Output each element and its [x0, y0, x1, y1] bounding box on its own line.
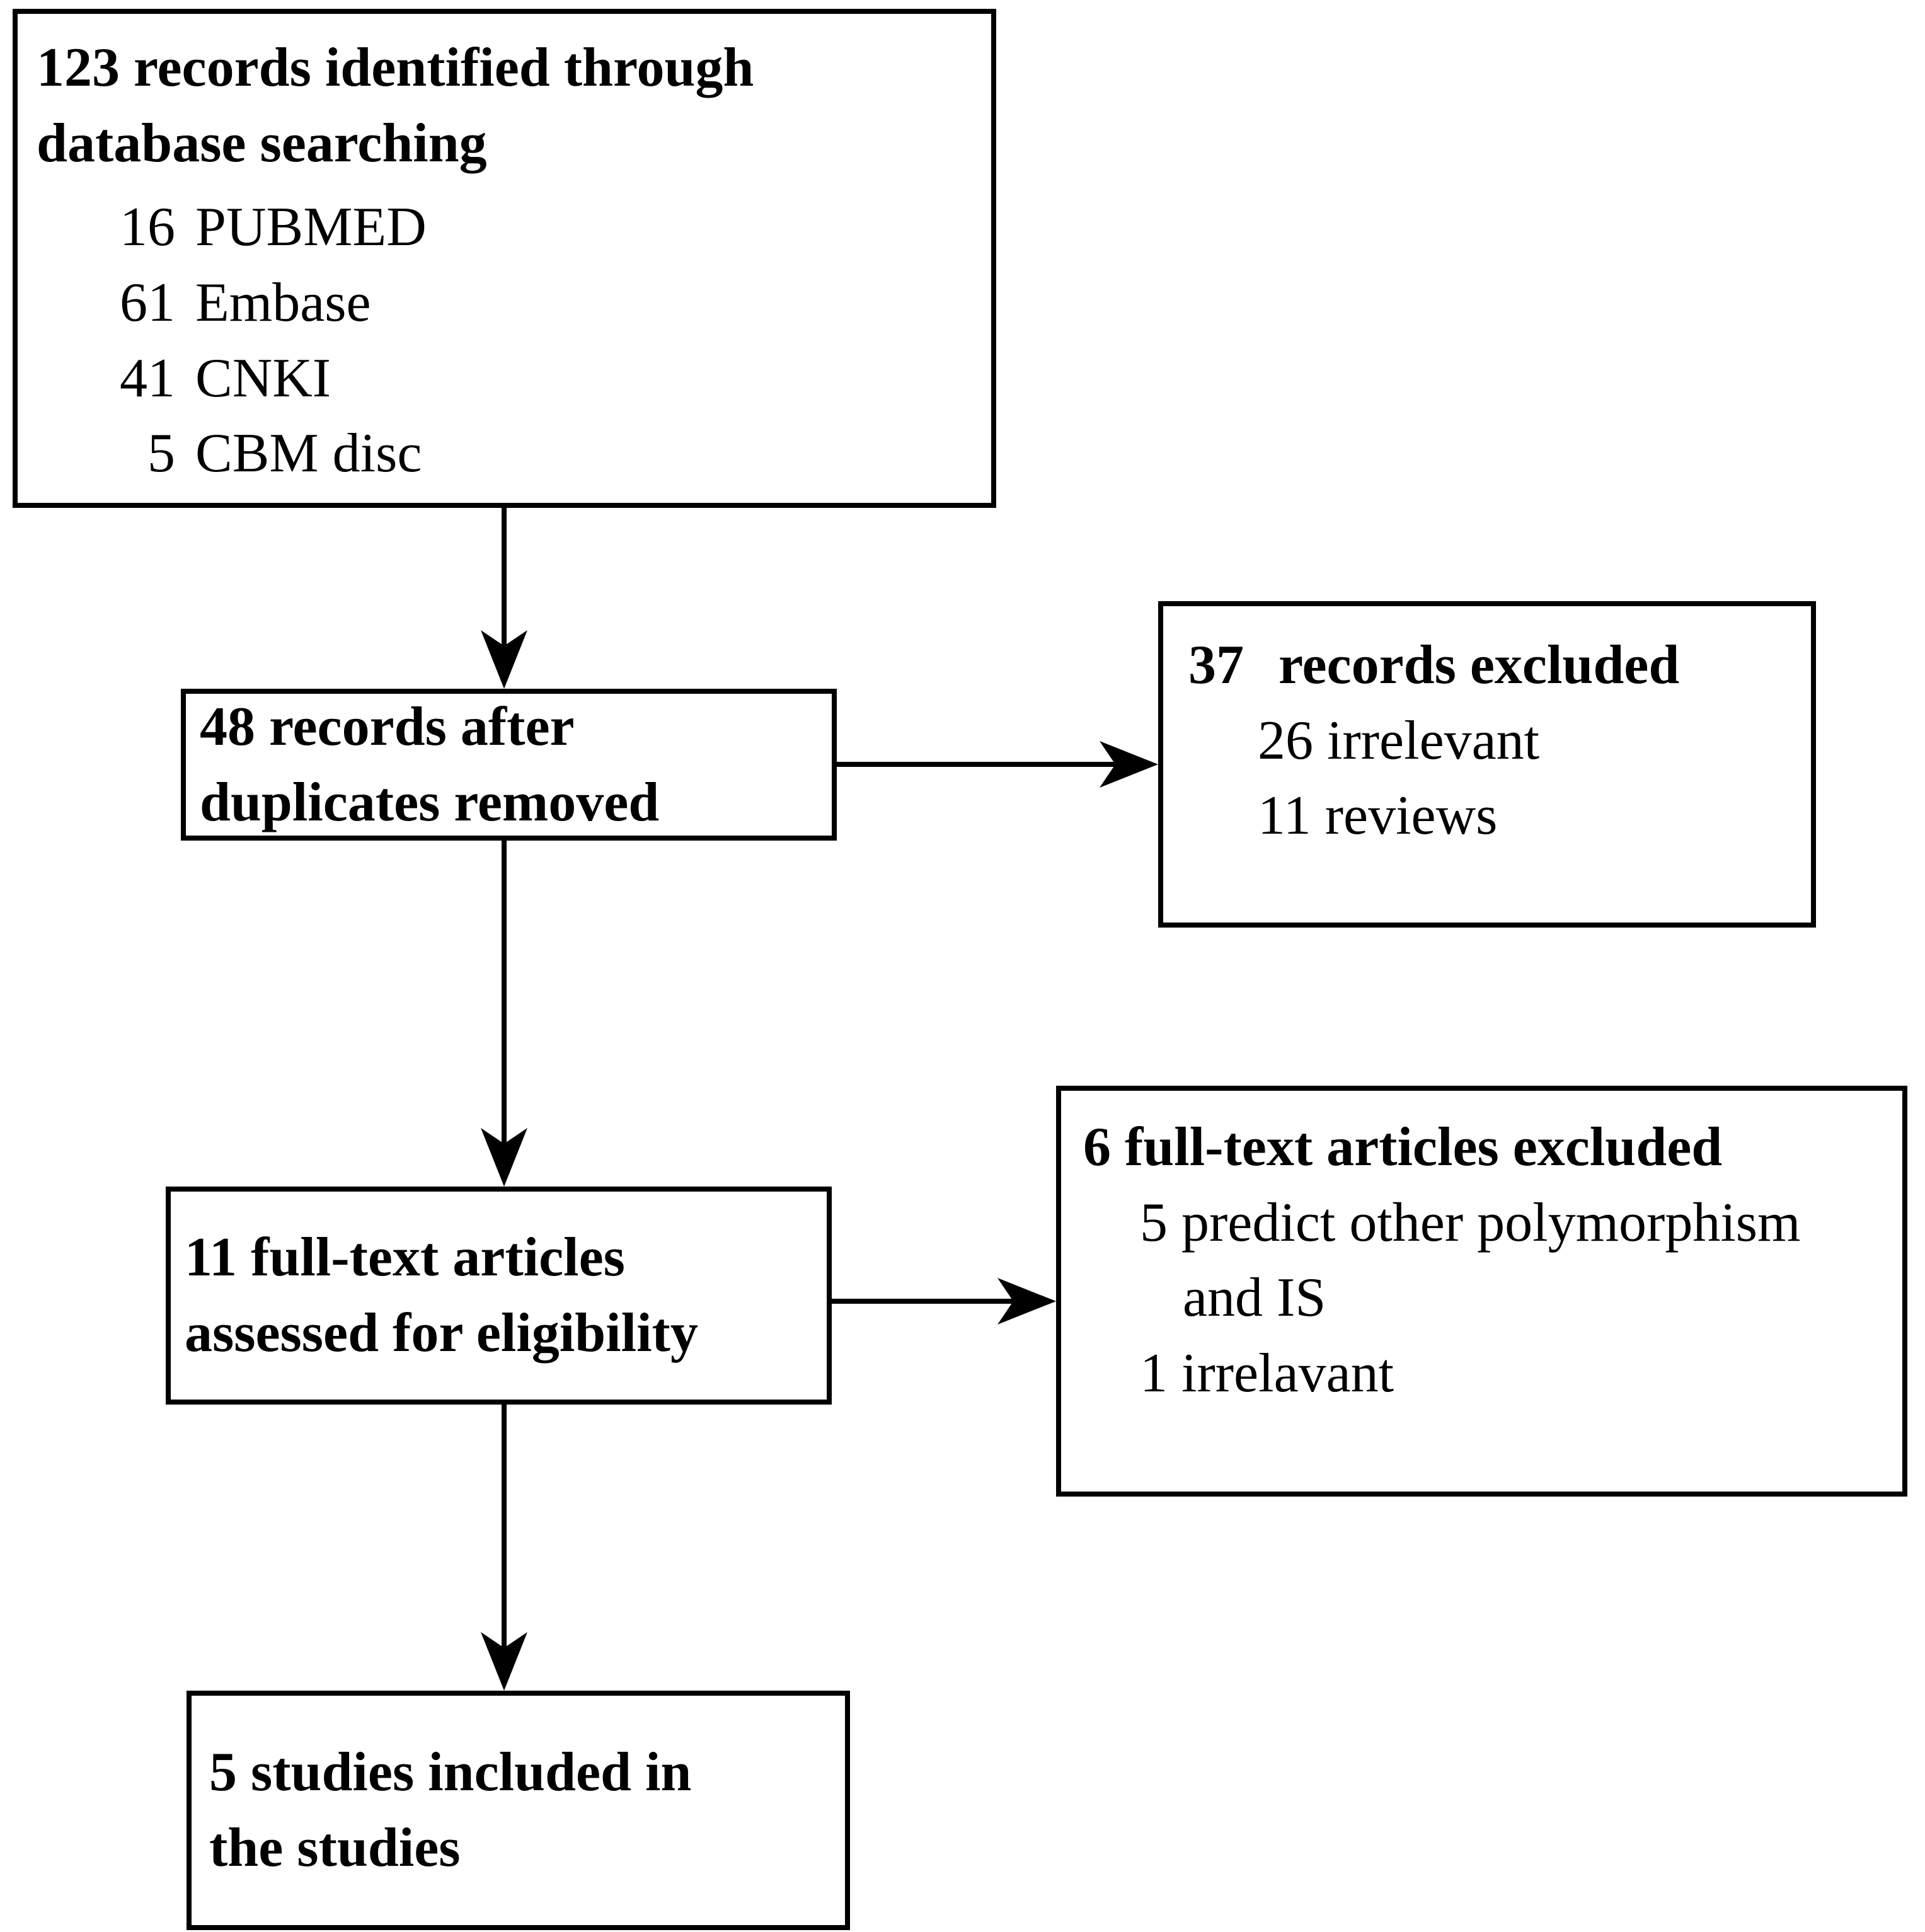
dedup-line1: 48 records after — [200, 696, 575, 757]
source-name: Embase — [195, 272, 371, 334]
arrowhead-dedup-to-records-excluded — [1100, 741, 1158, 788]
dedup-line2: duplicates removed — [200, 771, 660, 833]
identification-box: 123 records identified through database … — [13, 9, 996, 508]
dedup-box: 48 records after duplicates removed — [181, 689, 837, 841]
source-row: 41 CNKI — [37, 341, 979, 417]
source-list: 16 PUBMED 61 Embase 41 CNKI 5 CBM disc — [37, 190, 979, 492]
source-name: CBM disc — [195, 423, 422, 485]
fulltext-excluded-reason: 5 predict other polymorphism — [1140, 1192, 1801, 1253]
records-excluded-box: 37 records excluded 26 irrelevant 11 revi… — [1158, 601, 1816, 928]
fulltext-excluded-box: 6 full-text articles excluded 5 predict … — [1056, 1086, 1907, 1497]
records-excluded-title: 37 records excluded — [1188, 628, 1798, 703]
records-excluded-label: records excluded — [1279, 635, 1680, 696]
eligibility-line2: assessed for eligibility — [185, 1302, 698, 1364]
source-name: CNKI — [195, 347, 331, 409]
identification-title-line1: 123 records identified through — [37, 37, 754, 98]
identification-title-line2: database searching — [37, 112, 487, 174]
records-excluded-count: 37 — [1188, 635, 1244, 696]
included-line1: 5 studies included in — [209, 1742, 692, 1803]
source-count: 61 — [120, 272, 175, 334]
included-line2: the studies — [209, 1817, 461, 1878]
records-excluded-reason: 26 irrelevant — [1258, 710, 1540, 771]
fulltext-excluded-reason-continuation: and IS — [1183, 1267, 1326, 1329]
arrowhead-eligibility-to-included — [481, 1632, 527, 1691]
arrowhead-eligibility-to-fulltext-excluded — [997, 1278, 1056, 1325]
source-row: 61 Embase — [37, 265, 979, 341]
fulltext-excluded-reason: 1 irrelavant — [1140, 1343, 1394, 1405]
fulltext-excluded-title: 6 full-text articles excluded — [1083, 1117, 1723, 1178]
arrowhead-dedup-to-eligibility — [481, 1128, 527, 1187]
arrowhead-identification-to-dedup — [481, 630, 527, 689]
source-count: 5 — [147, 423, 175, 485]
source-row: 16 PUBMED — [37, 190, 979, 265]
included-box: 5 studies included in the studies — [187, 1691, 850, 1930]
source-count: 16 — [120, 197, 175, 258]
eligibility-box: 11 full-text articles assessed for eligi… — [166, 1187, 832, 1405]
source-count: 41 — [120, 347, 175, 409]
records-excluded-reason: 11 reviews — [1258, 785, 1498, 847]
eligibility-line1: 11 full-text articles — [185, 1227, 625, 1289]
source-row: 5 CBM disc — [37, 416, 979, 492]
source-name: PUBMED — [195, 197, 427, 258]
